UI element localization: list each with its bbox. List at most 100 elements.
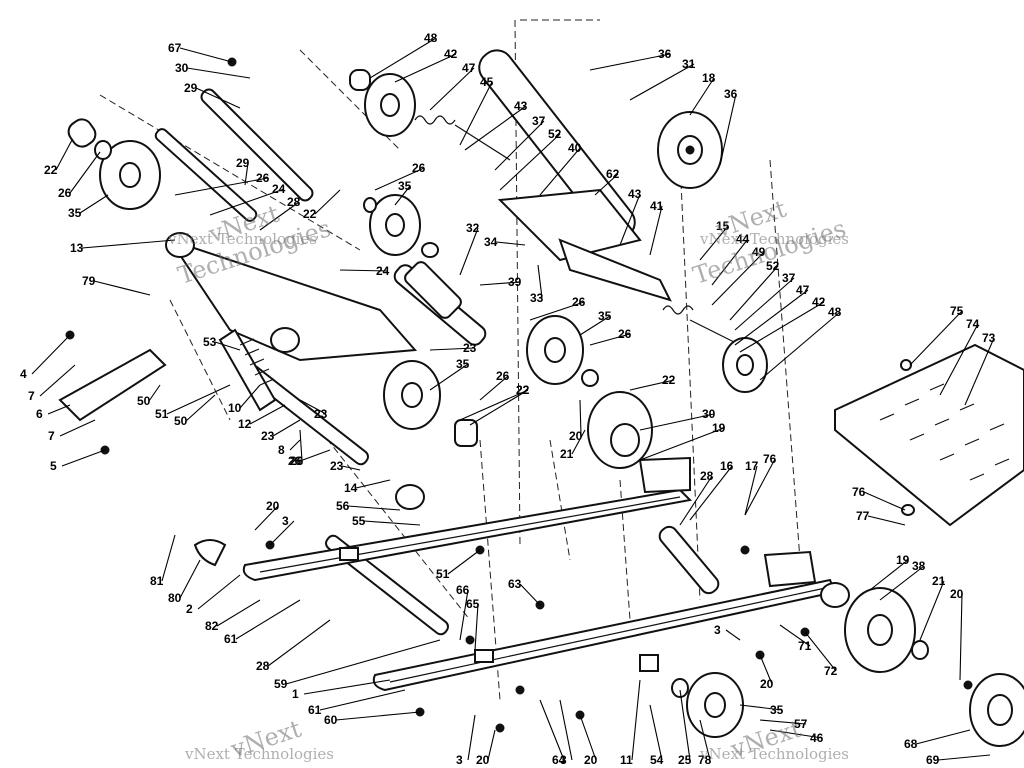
callout-leader: [689, 77, 715, 116]
callout-number: 44: [736, 232, 750, 246]
cross-shafts: [154, 88, 720, 636]
callout-number: 26: [256, 171, 270, 185]
callout-leader: [539, 699, 565, 761]
rail-edge: [389, 586, 831, 683]
callout-number: 81: [150, 574, 164, 588]
callout-leader: [589, 333, 631, 346]
guide-line: [549, 439, 571, 561]
callout-number: 26: [412, 161, 426, 175]
callout-leader: [629, 63, 695, 101]
cross-shaft: [154, 128, 258, 222]
callout-number: 23: [463, 341, 477, 355]
callout-number: 2: [186, 602, 193, 616]
callout-number: 45: [480, 75, 494, 89]
callout-leader: [699, 719, 711, 761]
idler-wheel-hub: [385, 213, 405, 237]
callout-number: 42: [812, 295, 826, 309]
callout-leader: [185, 394, 216, 422]
rail-bracket: [763, 550, 817, 588]
callout-leader: [679, 689, 691, 761]
callout-number: 28: [287, 195, 301, 209]
callout-number: 36: [658, 47, 672, 61]
callout-leader: [244, 162, 249, 186]
callout-leader: [39, 364, 76, 397]
callout-number: 76: [852, 485, 866, 499]
callout-number: 52: [766, 259, 780, 273]
callout-number: 23: [261, 429, 275, 443]
callout-number: 43: [514, 99, 528, 113]
torque-link: [58, 348, 167, 422]
callout-leader: [734, 289, 809, 346]
callout-leader: [499, 133, 561, 191]
callout-number: 23: [314, 407, 328, 421]
callout-number: 3: [560, 753, 567, 767]
callout-number: 66: [456, 583, 470, 597]
callout-leader: [734, 277, 795, 331]
callout-number: 4: [20, 367, 27, 381]
callout-number: 19: [896, 553, 910, 567]
callout-leader: [299, 429, 303, 462]
wear-block: [474, 649, 494, 663]
upper-bracket: [558, 238, 672, 302]
callout-leader: [339, 269, 389, 272]
washer: [363, 197, 377, 213]
shock-coil: [239, 338, 275, 386]
idler-wheel-hub: [380, 93, 400, 117]
callout-leader: [759, 311, 841, 381]
callout-leader: [711, 251, 765, 306]
callout-leader: [459, 81, 493, 146]
callout-leader: [699, 225, 729, 261]
nut: [740, 545, 750, 555]
callout-number: 21: [560, 447, 574, 461]
callout-number: 73: [982, 331, 996, 345]
callout-leader: [867, 515, 906, 526]
callout-number: 14: [344, 481, 358, 495]
callout-leader: [341, 465, 361, 471]
callout-leader: [347, 505, 401, 511]
rail-edge: [259, 496, 681, 573]
callout-number: 51: [155, 407, 169, 421]
track-stud-part: [901, 504, 915, 516]
callout-number: 65: [466, 597, 480, 611]
callout-number: 48: [828, 305, 842, 319]
torsion-springs: [414, 115, 741, 346]
callout-leader: [93, 280, 151, 296]
callout-number: 22: [303, 207, 317, 221]
callout-leader: [174, 177, 269, 196]
callout-leader: [937, 754, 991, 761]
callout-number: 39: [508, 275, 522, 289]
wear-block: [339, 547, 359, 561]
callout-number: 35: [398, 179, 412, 193]
callout-leader: [474, 603, 479, 651]
callout-number: 20: [760, 677, 774, 691]
callout-number: 42: [444, 47, 458, 61]
cross-shaft: [454, 419, 478, 447]
washer: [911, 640, 929, 660]
callout-leader: [779, 624, 811, 647]
callout-leader: [249, 404, 286, 425]
callout-number: 60: [324, 713, 338, 727]
track-belt: [834, 343, 1024, 527]
guide-line: [299, 49, 401, 151]
callout-leader: [769, 729, 823, 739]
callout-leader: [269, 520, 295, 546]
callout-leader: [739, 704, 783, 711]
callout-leader: [629, 379, 675, 391]
callout-leader: [915, 729, 971, 745]
callout-leader: [619, 193, 641, 246]
callout-number: 13: [70, 241, 84, 255]
callout-leader: [589, 53, 671, 71]
callout-number: 22: [44, 163, 58, 177]
callout-leader: [447, 549, 481, 575]
callout-leader: [394, 53, 457, 83]
callout-leader: [571, 429, 586, 455]
callout-leader: [267, 619, 331, 667]
callout-number: 23: [330, 459, 344, 473]
callout-leader: [314, 189, 341, 215]
callout-leader: [739, 301, 825, 353]
callout-leader: [679, 475, 713, 526]
callout-leader: [804, 631, 837, 672]
guide-line: [679, 159, 701, 601]
callout-leader: [303, 679, 391, 695]
